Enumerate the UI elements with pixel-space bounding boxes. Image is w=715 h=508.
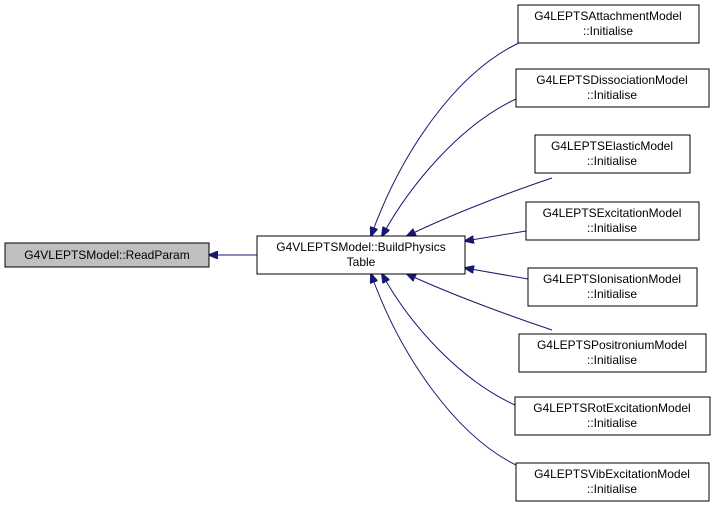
node-dissociation-line-1: G4LEPTSDissociationModel (536, 73, 687, 87)
node-rot-excitation-initialise[interactable]: G4LEPTSRotExcitationModel ::Initialise (514, 396, 711, 436)
node-elastic-initialise[interactable]: G4LEPTSElasticModel ::Initialise (534, 134, 691, 174)
edge-rot-excitation-to-build-physics-table (382, 274, 516, 406)
node-elastic-line-2: ::Initialise (587, 154, 637, 168)
node-excitation-line-1: G4LEPTSExcitationModel (543, 206, 682, 220)
node-build-physics-table-line-2: Table (347, 255, 376, 269)
node-attachment-initialise[interactable]: G4LEPTSAttachmentModel ::Initialise (517, 4, 700, 44)
node-attachment-line-1: G4LEPTSAttachmentModel (534, 9, 681, 23)
node-excitation-line-2: ::Initialise (587, 221, 637, 235)
edge-attachment-to-build-physics-table (371, 41, 522, 236)
node-positronium-line-1: G4LEPTSPositroniumModel (537, 338, 687, 352)
edge-dissociation-to-build-physics-table (382, 98, 517, 236)
node-ionisation-line-1: G4LEPTSIonisationModel (543, 272, 681, 286)
node-excitation-initialise[interactable]: G4LEPTSExcitationModel ::Initialise (525, 201, 700, 241)
node-build-physics-table-line-1: G4VLEPTSModel::BuildPhysics (276, 240, 445, 254)
edge-elastic-to-build-physics-table (407, 177, 553, 236)
node-positronium-initialise[interactable]: G4LEPTSPositroniumModel ::Initialise (518, 333, 707, 373)
node-positronium-line-2: ::Initialise (587, 353, 637, 367)
node-rot-excitation-line-1: G4LEPTSRotExcitationModel (533, 401, 690, 415)
node-attachment-line-2: ::Initialise (583, 24, 633, 38)
edge-layer (209, 41, 553, 466)
edge-excitation-to-build-physics-table (465, 230, 527, 241)
node-elastic-line-1: G4LEPTSElasticModel (551, 139, 673, 153)
node-vib-excitation-line-1: G4LEPTSVibExcitationModel (534, 467, 690, 481)
node-dissociation-initialise[interactable]: G4LEPTSDissociationModel ::Initialise (515, 68, 710, 108)
node-vib-excitation-initialise[interactable]: G4LEPTSVibExcitationModel ::Initialise (515, 462, 710, 502)
edge-vib-excitation-to-build-physics-table (371, 274, 517, 466)
node-ionisation-line-2: ::Initialise (587, 287, 637, 301)
node-build-physics-table[interactable]: G4VLEPTSModel::BuildPhysics Table (256, 235, 466, 275)
node-rot-excitation-line-2: ::Initialise (587, 416, 637, 430)
node-vib-excitation-line-2: ::Initialise (587, 482, 637, 496)
node-dissociation-line-2: ::Initialise (587, 88, 637, 102)
node-ionisation-initialise[interactable]: G4LEPTSIonisationModel ::Initialise (527, 267, 698, 307)
edge-positronium-to-build-physics-table (407, 274, 553, 331)
node-read-param[interactable]: G4VLEPTSModel::ReadParam (4, 242, 210, 268)
node-read-param-line-1: G4VLEPTSModel::ReadParam (24, 248, 189, 262)
edge-ionisation-to-build-physics-table (465, 268, 529, 280)
